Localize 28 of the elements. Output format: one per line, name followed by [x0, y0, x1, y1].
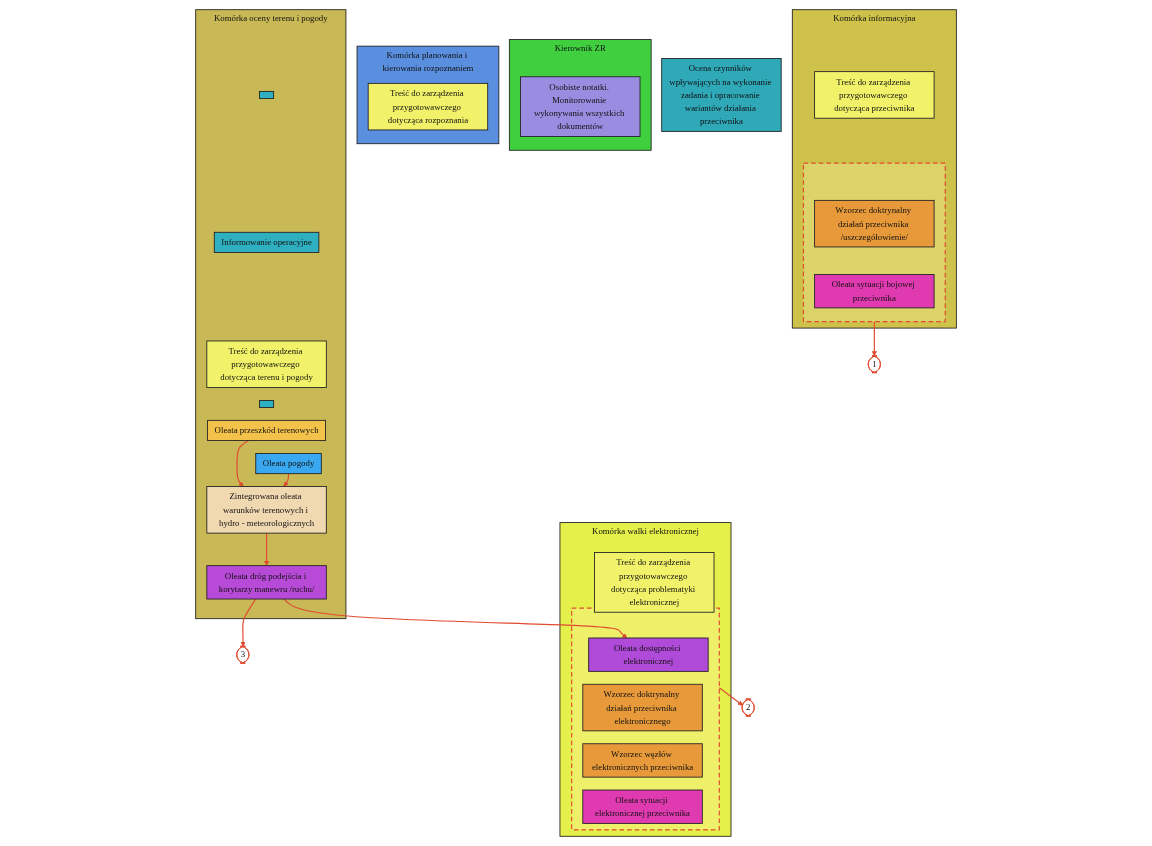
node-box: Oleata sytuacji elektronicznej przeciwnika	[582, 789, 703, 824]
cluster	[802, 162, 946, 323]
node-box: Oleata sytuacji bojowej przeciwnika	[814, 274, 935, 309]
node-box: Informowanie operacyjne	[213, 231, 320, 253]
node-box	[259, 90, 274, 99]
node-box: Oleata przeszkód terenowych	[207, 419, 326, 441]
arrow	[263, 532, 270, 566]
arrow	[236, 440, 250, 487]
node-box: Ocena czynników wpływających na wykonanie zadania i opracowanie wariantów działania przeciwnika	[661, 58, 782, 132]
node-box: Zintegrowana oleata warunków terenowych i hydro - meteorologicznych	[206, 486, 327, 534]
node-box: Wzorzec doktrynalny działań przeciwnika elektronicznego	[582, 683, 703, 732]
node-box: Oleata dróg podejścia i korytarzy manewru /ruchu/	[206, 565, 327, 600]
cluster	[571, 607, 720, 831]
node-box: Treść do zarządzenia przygotowawczego dotycząca przeciwnika	[814, 71, 935, 119]
node-box	[259, 400, 274, 408]
node-box: Osobiste notatki. Monitorowanie wykonywania wszystkich dokumentów	[520, 76, 641, 137]
node-box: Wzorzec węzłów elektronicznych przeciwnika	[582, 743, 703, 778]
node-box: Oleata pogody	[255, 453, 322, 475]
node-box: Wzorzec doktrynalny działań przeciwnika /uszczegółowienie/	[814, 199, 935, 248]
arrow	[283, 473, 290, 487]
arrow	[718, 687, 743, 706]
arrow	[871, 321, 877, 357]
node-box: Treść do zarządzenia przygotowawczego dotycząca rozpoznania	[367, 82, 489, 131]
node-box: Treść do zarządzenia przygotowawczego dotycząca problematyki elektronicznej	[594, 552, 715, 613]
arrow	[283, 598, 628, 639]
node-box: Treść do zarządzenia przygotowawczego dotycząca terenu i pogody	[206, 340, 327, 388]
arrow	[240, 598, 257, 647]
node-box: Oleata dostępności elektronicznej	[588, 637, 709, 672]
